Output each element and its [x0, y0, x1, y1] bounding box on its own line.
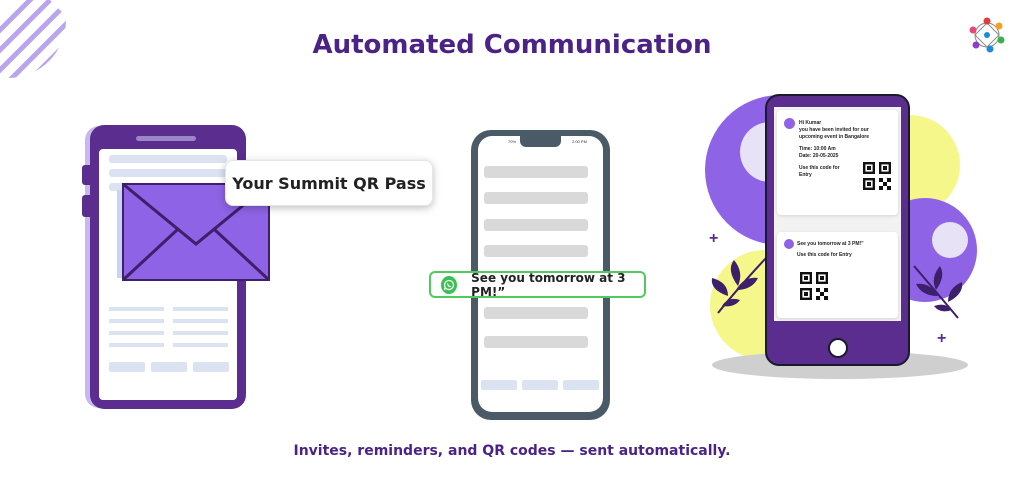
placeholder-button: [109, 362, 145, 372]
placeholder-bar: [484, 336, 588, 348]
placeholder-bar: [484, 166, 588, 178]
placeholder-button: [151, 362, 187, 372]
placeholder-bar: [109, 343, 164, 347]
placeholder-bar: [173, 307, 228, 311]
placeholder-bar: [173, 343, 228, 347]
leaf-icon: [711, 257, 767, 314]
right-phone-screen: Hi Kumar you have been invited for our u…: [774, 107, 901, 321]
placeholder-bar: [109, 307, 164, 311]
placeholder-bar: [484, 245, 588, 257]
invite-time: Time: 10:00 Am: [799, 146, 836, 152]
speaker: [136, 136, 196, 141]
invite-date: Date: 20-05-2025: [799, 153, 839, 159]
mail-icon: [784, 118, 795, 129]
leaf-icon: [913, 265, 963, 319]
whatsapp-message-bubble: See you tomorrow at 3 PM!”: [429, 270, 646, 299]
placeholder-bar: [109, 319, 164, 323]
reminder-message: See you tomorrow at 3 PM!”: [797, 241, 864, 247]
logo-network-icon: [969, 17, 1005, 53]
placeholder-button: [481, 380, 517, 390]
plus-icon: +: [709, 230, 719, 247]
invite-line1: you have been invited for our: [799, 127, 869, 133]
plus-icon: +: [937, 330, 947, 347]
placeholder-button: [522, 380, 558, 390]
placeholder-bar: [484, 192, 588, 204]
right-phone: Hi Kumar you have been invited for our u…: [765, 94, 910, 366]
whatsapp-icon: [784, 239, 794, 249]
placeholder-bar: [109, 155, 227, 163]
placeholder-bar: [173, 319, 228, 323]
placeholder-bar: [109, 169, 227, 177]
invite-code-line2: Entry: [799, 172, 812, 178]
side-button: [82, 165, 90, 185]
placeholder-bar: [173, 331, 228, 335]
placeholder-bar: [484, 307, 588, 319]
qr-code-icon: [863, 162, 891, 190]
notch: [520, 136, 561, 147]
placeholder-bar: [109, 331, 164, 335]
placeholder-button: [193, 362, 229, 372]
invite-code-line1: Use this code for: [799, 165, 840, 171]
home-button-icon: [828, 338, 848, 358]
status-time: 2:00 PM: [572, 139, 587, 144]
whatsapp-icon: [441, 275, 458, 294]
page-title: Automated Communication: [312, 30, 712, 60]
qr-pass-badge: Your Summit QR Pass: [225, 160, 433, 206]
whatsapp-message-text: See you tomorrow at 3 PM!”: [471, 270, 626, 299]
qr-code-icon: [800, 272, 828, 300]
invite-card: Hi Kumar you have been invited for our u…: [777, 110, 898, 215]
footer-tagline: Invites, reminders, and QR codes — sent …: [293, 443, 731, 459]
status-battery: 70%: [508, 139, 517, 144]
invite-greeting: Hi Kumar: [799, 120, 822, 126]
stripes-decoration: [0, 0, 66, 78]
reminder-code-line: Use this code for Entry: [797, 252, 852, 258]
placeholder-button: [563, 380, 599, 390]
reminder-card: See you tomorrow at 3 PM!” Use this code…: [777, 232, 898, 318]
invite-line2: upcoming event in Bangalore: [799, 134, 870, 140]
placeholder-bar: [484, 219, 588, 231]
side-button: [82, 195, 90, 217]
